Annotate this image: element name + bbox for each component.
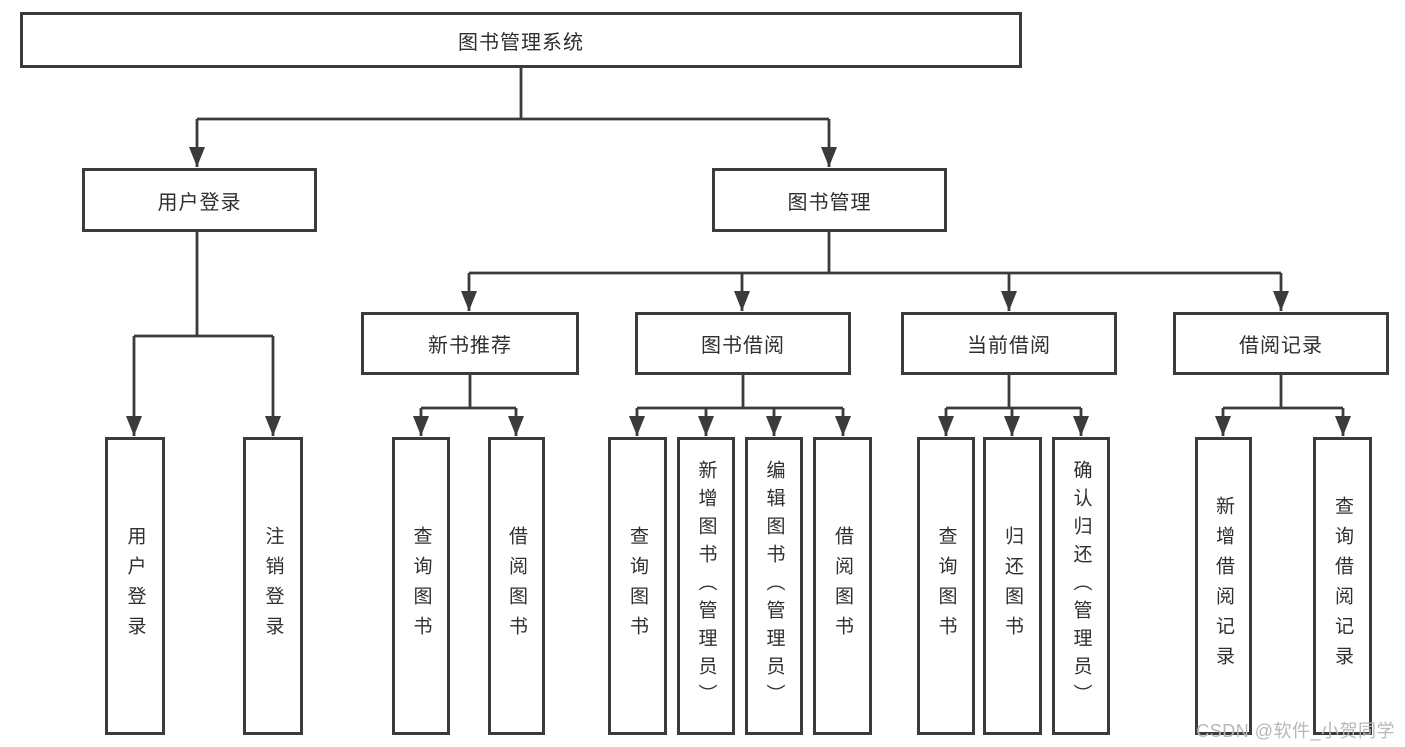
leaf-borrow-books-recommend: 借阅图书 <box>488 437 545 735</box>
leaf-user-login: 用户登录 <box>105 437 165 735</box>
node-current-borrow: 当前借阅 <box>901 312 1117 375</box>
leaf-add-borrow-record: 新增借阅记录 <box>1195 437 1252 735</box>
node-book-borrow: 图书借阅 <box>635 312 851 375</box>
leaf-add-books-admin: 新增图书（管理员） <box>677 437 735 735</box>
node-user-login: 用户登录 <box>82 168 317 232</box>
leaf-query-borrow-record: 查询借阅记录 <box>1313 437 1372 735</box>
leaf-logout-login: 注销登录 <box>243 437 303 735</box>
leaf-return-books: 归还图书 <box>983 437 1042 735</box>
node-new-book-recommend: 新书推荐 <box>361 312 579 375</box>
node-borrow-records: 借阅记录 <box>1173 312 1389 375</box>
leaf-confirm-return-admin: 确认归还（管理员） <box>1052 437 1110 735</box>
leaf-query-books-current: 查询图书 <box>917 437 975 735</box>
leaf-borrow-books: 借阅图书 <box>813 437 872 735</box>
csdn-watermark: CSDN @软件_小贺同学 <box>1196 721 1395 741</box>
node-book-management: 图书管理 <box>712 168 947 232</box>
leaf-query-books-borrow: 查询图书 <box>608 437 667 735</box>
leaf-query-books-recommend: 查询图书 <box>392 437 450 735</box>
leaf-edit-books-admin: 编辑图书（管理员） <box>745 437 803 735</box>
node-root: 图书管理系统 <box>20 12 1022 68</box>
